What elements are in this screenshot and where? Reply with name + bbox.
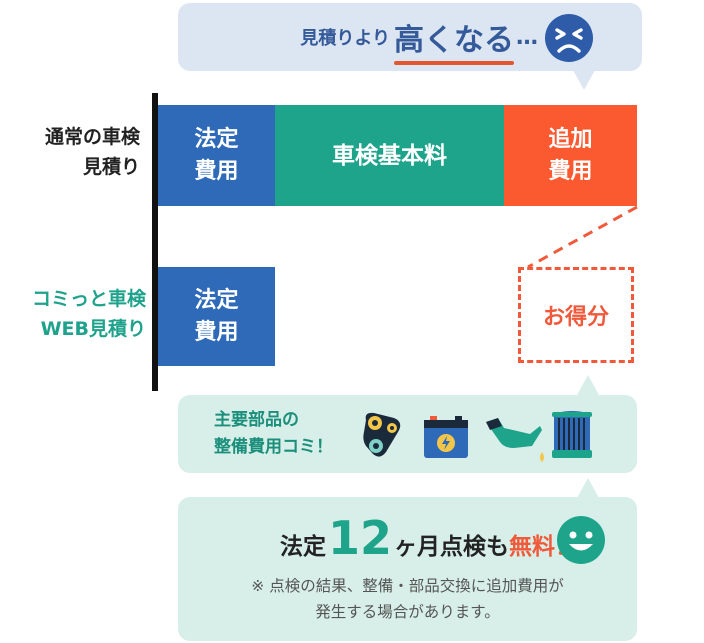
- oil-can-icon: [486, 418, 544, 462]
- segment-legal-fee-normal: 法定費用: [158, 105, 275, 206]
- battery-icon: [424, 416, 468, 458]
- segment-legal-fee-komi: 法定費用: [158, 267, 275, 366]
- warning-bubble-tail: [573, 70, 595, 90]
- free-number: 12: [327, 511, 392, 565]
- axis-line: [152, 93, 158, 391]
- row-label-normal: 通常の車検 見積り: [44, 126, 140, 178]
- savings-box: お得分: [518, 267, 634, 363]
- segment-basic-fee: 車検基本料: [275, 105, 504, 206]
- parts-icons: [360, 410, 600, 466]
- warning-prefix: 見積りより: [300, 28, 390, 49]
- filter-icon: [552, 411, 592, 458]
- warning-suffix: …: [516, 24, 538, 50]
- free-bubble-tail: [577, 478, 599, 498]
- free-pre: 法定: [279, 534, 326, 560]
- sad-face-icon: [545, 14, 593, 62]
- parts-bubble-tail: [577, 375, 599, 395]
- warning-bubble: 見積りより 高くなる …: [178, 3, 642, 71]
- belt-pulley-icon: [363, 412, 401, 457]
- parts-bubble: 主要部品の 整備費用コミ！: [178, 395, 637, 473]
- parts-text: 主要部品の 整備費用コミ！: [214, 410, 333, 457]
- free-inspection-headline: 法定 12 ヶ月点検も 無料！: [178, 511, 578, 569]
- free-mid: ヶ月点検も: [394, 534, 509, 560]
- disclaimer-note: ※ 点検の結果、整備・部品交換に追加費用が 発生する場合があります。: [251, 577, 564, 621]
- free-inspection-bubble: 法定 12 ヶ月点検も 無料！ ※ 点検の結果、整備・部品交換に追加費用が 発生…: [178, 497, 637, 641]
- row-label-komi: コミっと車検 WEB見積り: [31, 288, 146, 340]
- warning-text: 見積りより 高くなる …: [178, 3, 538, 71]
- smile-face-icon: [557, 516, 605, 564]
- warning-highlight: 高くなる: [394, 15, 514, 65]
- segment-additional-fee: 追加費用: [504, 105, 637, 206]
